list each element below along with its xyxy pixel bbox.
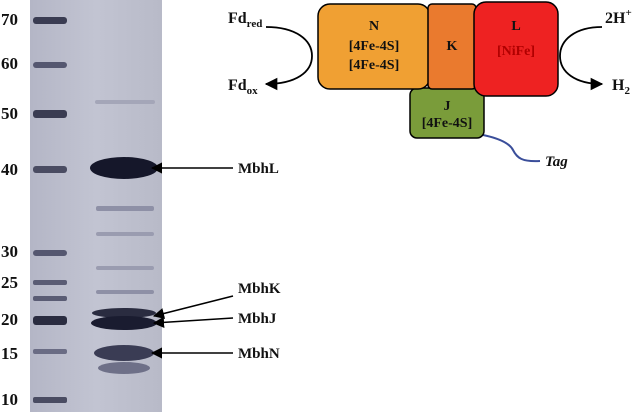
ladder-band-70 [33, 17, 67, 24]
subunit-j-cluster: [4Fe-4S] [422, 116, 473, 131]
sample-band-mbhk [92, 308, 156, 318]
sample-band-mbhl [90, 157, 158, 179]
subunit-j-name: J [444, 99, 451, 114]
subunit-k-name: K [447, 39, 458, 54]
ladder-band-22 [33, 296, 67, 301]
fd-ox-label: Fdox [228, 77, 258, 97]
2h-plus-label: 2H+ [605, 7, 632, 27]
mw-label: 50 [1, 104, 18, 123]
ladder-band-15 [33, 349, 67, 354]
mw-label: 15 [1, 344, 18, 363]
sample-faint-band [96, 266, 154, 270]
sample-lane [90, 100, 158, 374]
mw-label: 10 [1, 390, 18, 409]
mw-labels: 70 60 50 40 30 25 20 15 10 [1, 10, 18, 409]
subunit-n-name: N [369, 19, 379, 34]
gel-image: 70 60 50 40 30 25 20 15 10 MbhL MbhK Mbh… [1, 0, 281, 412]
sample-band-mbhn [94, 345, 154, 361]
ladder-band-20 [33, 316, 67, 325]
right-reaction-arrow [559, 26, 604, 91]
mw-label: 70 [1, 10, 18, 29]
sample-faint-band [96, 206, 154, 211]
ladder-band-40 [33, 166, 67, 173]
mw-label: 30 [1, 242, 18, 261]
ladder-band-30 [33, 250, 67, 256]
mw-label: 25 [1, 273, 18, 292]
mbhj-label: MbhJ [238, 311, 277, 327]
subunit-l-cluster: [NiFe] [497, 44, 535, 59]
left-reaction-arrow [264, 26, 313, 91]
sample-faint-band [96, 290, 154, 294]
ladder-band-50 [33, 110, 67, 118]
sample-faint-band [96, 232, 154, 236]
subunit-l [473, 1, 559, 97]
tag-label: Tag [545, 154, 568, 170]
mbhl-label: MbhL [238, 161, 279, 177]
mw-label: 60 [1, 54, 18, 73]
ladder-band-25 [33, 280, 67, 285]
mbhj-arrow [152, 316, 234, 328]
mw-label: 40 [1, 160, 18, 179]
subunit-n-cluster-2: [4Fe-4S] [349, 58, 400, 73]
mbhk-arrow [152, 295, 234, 319]
fd-red-label: Fdred [228, 10, 262, 30]
mw-label: 20 [1, 310, 18, 329]
h2-label: H2 [612, 77, 630, 97]
subunit-l-name: L [511, 19, 520, 34]
ladder-band-60 [33, 62, 67, 68]
mbhn-label: MbhN [238, 346, 280, 362]
tag-line [477, 133, 541, 163]
mbh-complex-diagram: Fdred Fdox 2H+ H2 Tag J [4Fe-4S] N [4Fe-… [228, 1, 632, 170]
subunit-n-cluster-1: [4Fe-4S] [349, 39, 400, 54]
band-annotations: MbhL MbhK MbhJ MbhN [150, 161, 281, 362]
sample-band-mbhj [91, 316, 157, 330]
ladder-lane [33, 17, 67, 403]
sample-smear [98, 362, 150, 374]
mbhk-label: MbhK [238, 281, 281, 297]
ladder-band-10 [33, 397, 67, 403]
sample-faint-band [95, 100, 155, 104]
